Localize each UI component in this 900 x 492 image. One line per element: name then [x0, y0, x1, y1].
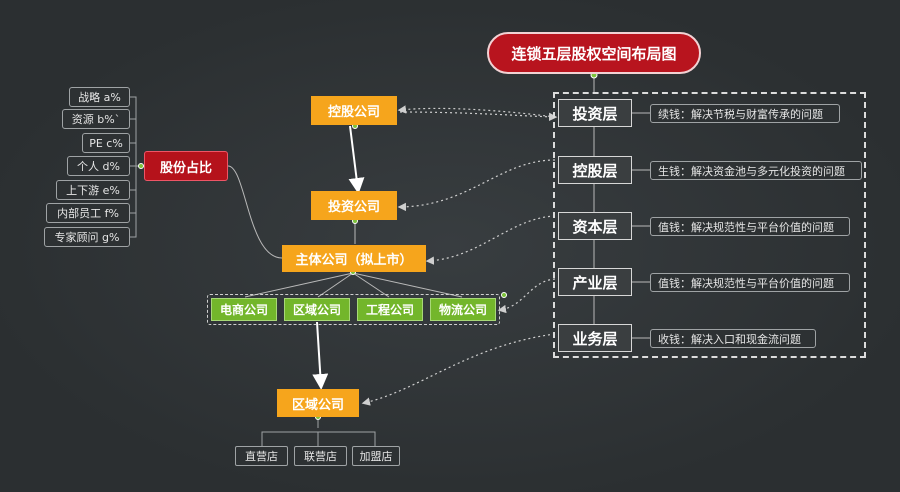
business-unit: 工程公司	[357, 298, 423, 321]
store-item: 直营店	[235, 446, 288, 466]
share-to-main-line	[227, 165, 283, 259]
business-unit: 电商公司	[211, 298, 277, 321]
layer-note: 续钱：解决节税与财富传承的问题	[650, 104, 840, 123]
layer-business: 业务层	[558, 324, 632, 352]
store-item: 加盟店	[352, 446, 400, 466]
business-unit: 区域公司	[284, 298, 350, 321]
layer-note: 值钱：解决规范性与平台价值的问题	[650, 217, 850, 236]
layer-industry: 产业层	[558, 268, 632, 296]
share-item: 上下游 e%	[56, 180, 130, 200]
layer-note: 值钱：解决规范性与平台价值的问题	[650, 273, 850, 292]
business-unit: 物流公司	[430, 298, 496, 321]
share-item: 内部员工 f%	[46, 203, 130, 223]
holding-company: 控股公司	[311, 96, 397, 125]
main-company: 主体公司（拟上市）	[282, 245, 426, 272]
store-bracket	[261, 418, 376, 446]
layer-frame	[553, 92, 866, 358]
regional-company: 区域公司	[277, 389, 359, 417]
layer-investment: 投资层	[558, 99, 632, 127]
layer-holding: 控股层	[558, 156, 632, 184]
layer-note: 生钱：解决资金池与多元化投资的问题	[650, 161, 862, 180]
share-root: 股份占比	[144, 151, 228, 181]
investment-company: 投资公司	[311, 191, 397, 220]
layer-note: 收钱：解决入口和现金流问题	[650, 329, 816, 348]
share-item: 资源 b%`	[62, 109, 130, 129]
layer-capital: 资本层	[558, 212, 632, 240]
share-item: 战略 a%	[69, 87, 130, 107]
diagram-title: 连锁五层股权空间布局图	[487, 32, 701, 74]
share-item: 个人 d%	[67, 156, 130, 176]
business-unit-frame	[207, 294, 500, 325]
unit-to-regional-arrow	[312, 321, 329, 390]
main-fanout-lines	[244, 272, 463, 298]
share-item: 专家顾问 g%	[44, 227, 130, 247]
dotted-relations	[361, 105, 558, 406]
layer-note-connectors	[632, 112, 650, 339]
share-bracket	[130, 96, 144, 238]
store-item: 联营店	[294, 446, 347, 466]
share-item: PE c%	[82, 133, 130, 153]
holding-to-investment-arrow	[348, 125, 365, 194]
